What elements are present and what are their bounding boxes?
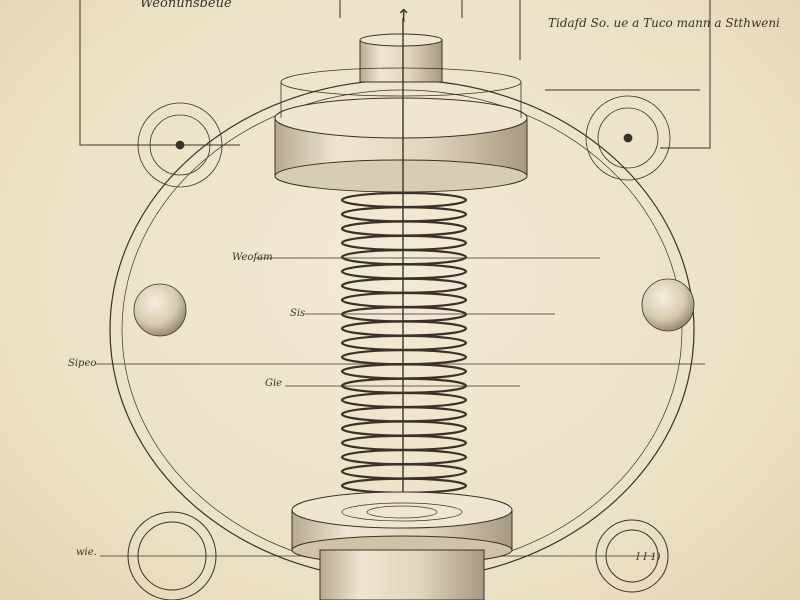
coil-turn (340, 291, 468, 309)
coil-turn (340, 220, 468, 237)
coil-turn (340, 349, 468, 366)
sheet-title-left: Weonunsbeue (140, 0, 232, 11)
coil-turn (340, 249, 468, 266)
upper-plate (274, 67, 528, 193)
coil-turn (340, 363, 468, 380)
label-upper-coil: Weofam (232, 252, 273, 263)
label-middle-coil: Sis (290, 308, 306, 319)
coil-turn (340, 420, 468, 437)
wiring-frame (79, 0, 711, 149)
coil-turn (340, 263, 468, 280)
coil-turn (340, 334, 468, 351)
sheet-title-right: Tidafd So. ue a Tuco mann a Stthweni (548, 16, 780, 30)
label-lower-coil: Gie (265, 378, 283, 389)
sphere-left (133, 283, 187, 337)
coil-turn (340, 206, 468, 223)
label-left-scale: Sipeo (68, 358, 97, 369)
label-baseline-right: I I 1) (636, 552, 661, 563)
coil-turn (340, 477, 468, 494)
sphere-right (641, 278, 695, 332)
bottom-rings (127, 511, 669, 600)
base-plate (291, 491, 513, 600)
dial-left (137, 102, 223, 188)
dial-right (585, 95, 671, 181)
coil-turn (340, 234, 468, 251)
coil-turn (340, 320, 468, 337)
coil-turn (340, 391, 468, 409)
coil-turn (340, 434, 468, 451)
label-baseline-left: wie. (76, 547, 97, 558)
coil-spring (340, 191, 468, 509)
coil-turn (340, 463, 468, 480)
coil-turn (340, 449, 468, 466)
coil-turn (340, 277, 468, 294)
top-cap (359, 33, 443, 83)
wire-glyph-icon: ↑ (396, 6, 411, 27)
coil-turn (340, 191, 468, 209)
coil-turn (340, 406, 468, 423)
